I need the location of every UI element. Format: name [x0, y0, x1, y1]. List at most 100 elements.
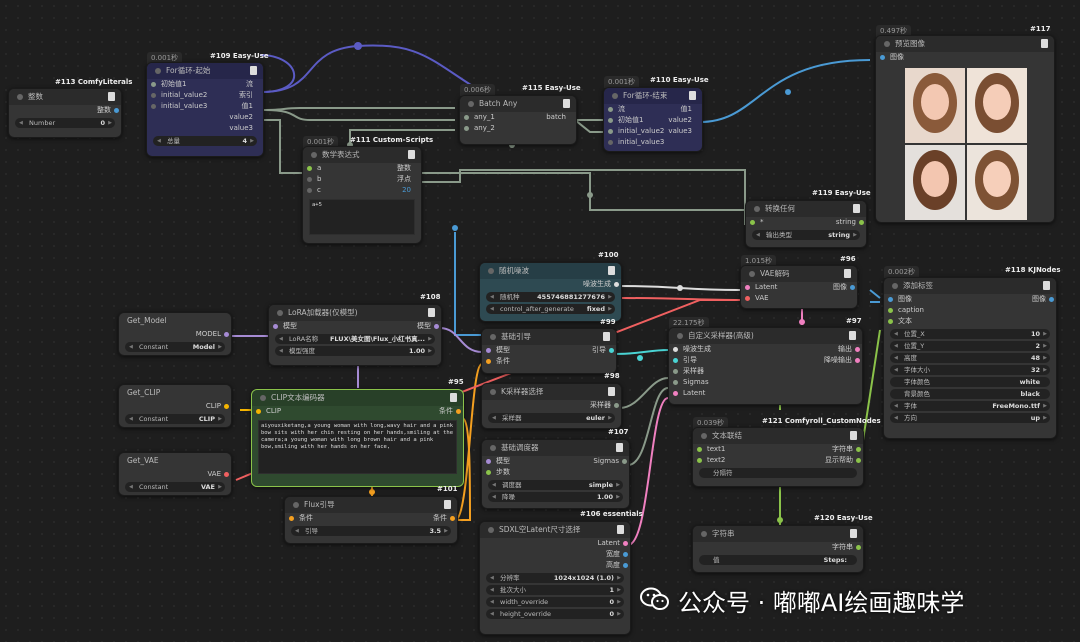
collapse-dot-icon[interactable]: [488, 527, 494, 533]
input-pin[interactable]: [486, 470, 491, 475]
node-sdxl-empty-latent[interactable]: SDXL空Latent尺寸选择 Latent 宽度 高度 分辨率1024x102…: [479, 521, 631, 635]
preview-image-4[interactable]: [967, 145, 1027, 220]
collapse-dot-icon[interactable]: [311, 152, 317, 158]
doc-icon[interactable]: [563, 99, 570, 108]
collapse-dot-icon[interactable]: [468, 101, 474, 107]
doc-icon[interactable]: [250, 66, 257, 75]
collapse-dot-icon[interactable]: [612, 93, 618, 99]
input-pin[interactable]: [486, 459, 491, 464]
output-pin[interactable]: [614, 403, 619, 408]
collapse-dot-icon[interactable]: [155, 68, 161, 74]
node-preview-image[interactable]: 预览图像 图像: [875, 35, 1055, 223]
collapse-dot-icon[interactable]: [490, 389, 496, 395]
doc-icon[interactable]: [108, 92, 115, 101]
doc-icon[interactable]: [450, 393, 457, 402]
input-pin[interactable]: [673, 369, 678, 374]
input-pin[interactable]: [256, 409, 261, 414]
input-pin[interactable]: [464, 115, 469, 120]
preview-image-2[interactable]: [967, 68, 1027, 143]
doc-icon[interactable]: [844, 269, 851, 278]
collapse-dot-icon[interactable]: [749, 271, 755, 277]
collapse-dot-icon[interactable]: [17, 94, 23, 100]
input-pin[interactable]: [151, 82, 156, 87]
input-pin[interactable]: [745, 296, 750, 301]
output-pin[interactable]: [450, 516, 455, 521]
pos-y-widget[interactable]: 位置_Y2: [890, 341, 1050, 351]
collapse-dot-icon[interactable]: [701, 433, 707, 439]
input-pin[interactable]: [608, 118, 613, 123]
denoise-widget[interactable]: 降噪1.00: [488, 492, 623, 502]
collapse-dot-icon[interactable]: [277, 310, 283, 316]
node-basic-guider[interactable]: 基础引导 模型引导 条件: [481, 328, 617, 374]
output-pin[interactable]: [614, 282, 619, 287]
input-pin[interactable]: [464, 126, 469, 131]
collapse-dot-icon[interactable]: [490, 334, 496, 340]
output-pin[interactable]: [1049, 297, 1054, 302]
prompt-textarea[interactable]: aiyouxiketang,a young woman with long,wa…: [258, 420, 457, 474]
collapse-dot-icon[interactable]: [701, 531, 707, 537]
input-pin[interactable]: [750, 220, 755, 225]
doc-icon[interactable]: [444, 500, 451, 509]
output-pin[interactable]: [623, 552, 628, 557]
input-pin[interactable]: [888, 308, 893, 313]
separator-widget[interactable]: 分隔符: [699, 468, 857, 478]
input-pin[interactable]: [697, 458, 702, 463]
preview-image-1[interactable]: [905, 68, 965, 143]
doc-icon[interactable]: [608, 387, 615, 396]
doc-icon[interactable]: [849, 331, 856, 340]
collapse-dot-icon[interactable]: [677, 333, 683, 339]
input-pin[interactable]: [151, 93, 156, 98]
expression-textarea[interactable]: a+5: [309, 199, 415, 235]
output-pin[interactable]: [224, 472, 229, 477]
output-pin[interactable]: [855, 358, 860, 363]
input-pin[interactable]: [307, 177, 312, 182]
lora-name-widget[interactable]: LoRA名称FLUX\美女图\Flux_小红书真...: [275, 334, 435, 344]
output-pin[interactable]: [114, 108, 119, 113]
input-pin[interactable]: [486, 359, 491, 364]
input-pin[interactable]: [608, 129, 613, 134]
collapse-dot-icon[interactable]: [754, 206, 760, 212]
output-pin[interactable]: [856, 458, 861, 463]
collapse-dot-icon[interactable]: [293, 502, 299, 508]
input-pin[interactable]: [486, 348, 491, 353]
input-pin[interactable]: [307, 166, 312, 171]
output-pin[interactable]: [850, 285, 855, 290]
output-pin[interactable]: [859, 220, 864, 225]
input-pin[interactable]: [608, 107, 613, 112]
collapse-dot-icon[interactable]: [260, 395, 266, 401]
doc-icon[interactable]: [428, 308, 435, 317]
output-pin[interactable]: [224, 404, 229, 409]
input-pin[interactable]: [697, 447, 702, 452]
doc-icon[interactable]: [617, 525, 624, 534]
doc-icon[interactable]: [853, 204, 860, 213]
